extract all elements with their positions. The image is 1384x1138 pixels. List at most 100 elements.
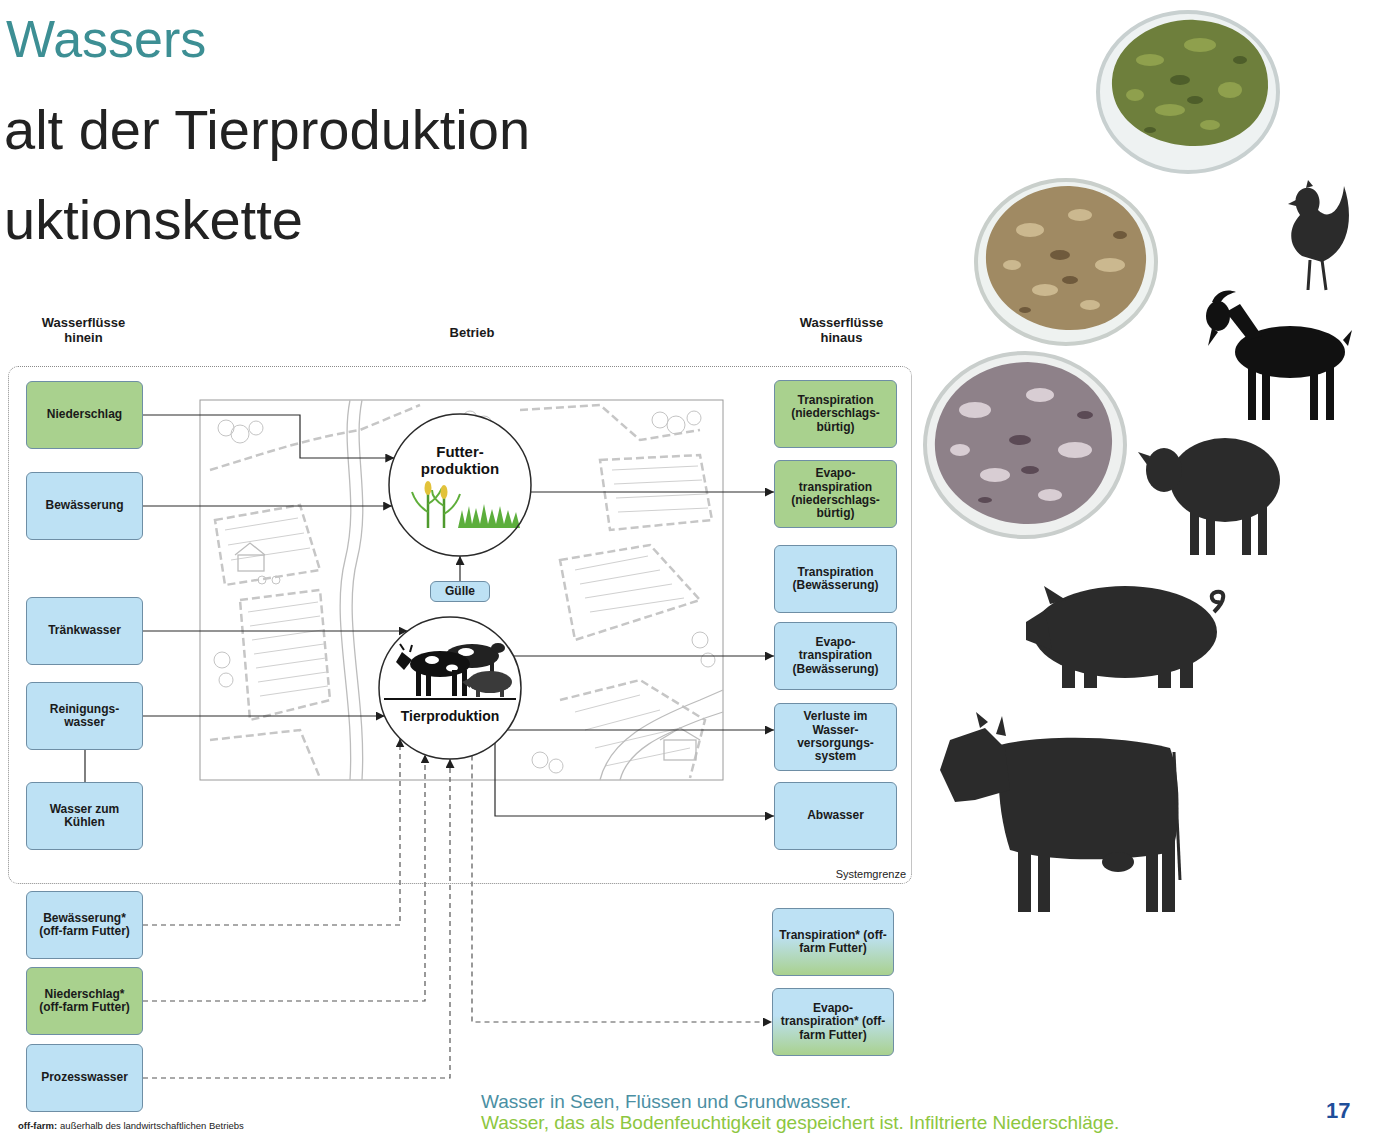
pig-silhouette bbox=[1062, 660, 1075, 688]
feed-dish bbox=[986, 186, 1146, 330]
flow-arrow bbox=[143, 505, 392, 506]
chicken-silhouette bbox=[1288, 180, 1349, 290]
node-text: Bewässerung bbox=[45, 499, 123, 512]
farm-sketch bbox=[667, 416, 685, 434]
flow-arrow bbox=[84, 750, 85, 782]
pig-silhouette bbox=[1084, 662, 1097, 688]
pig-silhouette bbox=[1212, 592, 1224, 612]
farm-sketch bbox=[575, 556, 684, 612]
feed-dish bbox=[1050, 250, 1070, 260]
feed-dish bbox=[1026, 388, 1054, 402]
flow-arrow bbox=[507, 729, 774, 730]
flow-arrow bbox=[143, 415, 394, 458]
inflow-box: Bewässerung bbox=[26, 472, 143, 540]
dashed-flow-arrow bbox=[143, 738, 400, 925]
farm-sketch bbox=[218, 420, 234, 436]
farm-sketch bbox=[600, 690, 723, 780]
feed-dish bbox=[1003, 260, 1021, 270]
farm-sketch bbox=[652, 412, 668, 428]
feed-dish bbox=[925, 353, 1125, 537]
feed-dish bbox=[1200, 120, 1220, 130]
farm-sketch bbox=[235, 543, 265, 555]
plant-icon bbox=[425, 481, 432, 495]
livestock-icon bbox=[491, 643, 505, 653]
sheep-silhouette bbox=[1138, 452, 1150, 466]
cow-silhouette bbox=[940, 712, 1180, 912]
slide-heading: uktionskette bbox=[4, 188, 303, 252]
feed-dish bbox=[1233, 56, 1247, 64]
cow-silhouette bbox=[976, 712, 1006, 736]
pig-silhouette bbox=[1026, 586, 1223, 688]
dashed-flow-arrow bbox=[472, 756, 772, 1022]
farm-sketch bbox=[240, 590, 330, 720]
plant-icon bbox=[412, 488, 460, 514]
node-text: Prozesswasser bbox=[41, 1071, 128, 1084]
livestock-icon bbox=[416, 670, 421, 696]
outflow-box: Transpiration (Bewässerung) bbox=[774, 545, 897, 613]
livestock-icon bbox=[396, 652, 412, 670]
farm-sketch bbox=[219, 673, 233, 687]
goat-silhouette bbox=[1310, 362, 1318, 420]
node-text: Evapo- transpiration* (off-farm Futter) bbox=[778, 1002, 888, 1042]
farm-sketch bbox=[549, 759, 563, 773]
feed-dish bbox=[1062, 276, 1078, 284]
farm-sketch bbox=[249, 421, 263, 435]
node-text: Niederschlag bbox=[47, 408, 122, 421]
farm-sketch bbox=[692, 632, 708, 648]
livestock-icon bbox=[452, 670, 457, 696]
cow-silhouette bbox=[940, 728, 1010, 802]
feed-dish bbox=[1019, 307, 1031, 313]
feed-dish bbox=[1019, 231, 1127, 313]
feed-dish bbox=[978, 411, 1093, 503]
feed-dish bbox=[925, 353, 1125, 537]
farm-sketch bbox=[560, 545, 700, 640]
slide-heading: alt der Tierproduktion bbox=[4, 98, 530, 162]
connectors bbox=[85, 415, 774, 1078]
circle-outline bbox=[379, 617, 521, 759]
farm-sketch bbox=[238, 555, 264, 571]
node-text: Niederschlag* (off-farm Futter) bbox=[32, 988, 137, 1015]
circle-outline bbox=[378, 616, 522, 760]
feed-dish bbox=[1184, 38, 1216, 52]
feed-dish bbox=[1068, 209, 1092, 221]
farm-sketch bbox=[231, 425, 249, 443]
pig-silhouette bbox=[1180, 660, 1193, 688]
goat-silhouette bbox=[1208, 328, 1218, 346]
sheep-silhouette bbox=[1190, 505, 1199, 555]
process-circle: Futter- produktion bbox=[388, 413, 532, 557]
flow-arrow bbox=[531, 491, 774, 492]
circle-outline bbox=[388, 413, 532, 557]
goat-silhouette bbox=[1248, 362, 1256, 420]
text-label: Betrieb bbox=[400, 326, 544, 341]
feed-dish bbox=[1009, 435, 1031, 445]
feed-dish bbox=[1098, 12, 1278, 172]
livestock-icon bbox=[425, 656, 439, 664]
feed-dish bbox=[1058, 442, 1092, 458]
farm-sketch bbox=[214, 411, 715, 773]
node-text: Evapo- transpiration (niederschlags- bür… bbox=[780, 467, 891, 521]
inflow-box: Reinigungs- wasser bbox=[26, 682, 143, 750]
flow-arrow bbox=[513, 655, 774, 656]
cow-silhouette bbox=[1174, 752, 1180, 880]
text-label: off-farm: bbox=[18, 1121, 57, 1132]
farm-sketch bbox=[200, 400, 723, 780]
slide-title: Wassers bbox=[6, 10, 206, 70]
sheep-silhouette bbox=[1242, 505, 1251, 555]
cow-silhouette bbox=[1102, 852, 1134, 872]
offfarm-inflow-box: Bewässerung* (off-farm Futter) bbox=[26, 891, 143, 959]
feed-dish bbox=[1126, 38, 1242, 130]
feed-dish bbox=[1113, 231, 1127, 239]
farm-sketch bbox=[532, 752, 548, 768]
goat-silhouette bbox=[1206, 301, 1230, 331]
circle-background bbox=[379, 414, 531, 759]
farm-sketch bbox=[340, 400, 351, 780]
feed-dish bbox=[976, 180, 1156, 344]
text-label: Wasser in Seen, Flüssen und Grundwasser. bbox=[481, 1091, 851, 1113]
farm-sketch bbox=[620, 712, 723, 780]
livestock-icon bbox=[476, 688, 480, 697]
inflow-box: Tränkwasser bbox=[26, 597, 143, 665]
circle-background bbox=[389, 414, 531, 556]
